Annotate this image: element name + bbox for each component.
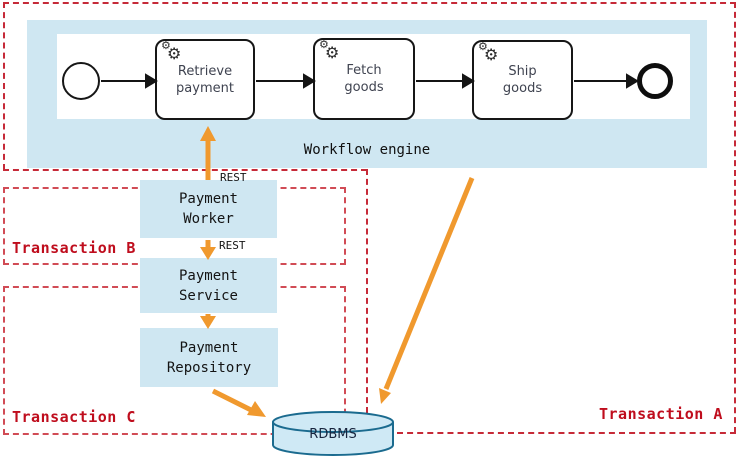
rest-label-bottom: REST (219, 239, 246, 252)
bpmn-start-event (62, 62, 100, 100)
payment-repository-label-line2: Repository (166, 359, 252, 376)
transaction-a-border-right (734, 2, 736, 433)
bpmn-lane: ⚙⚙ Retrieve payment ⚙⚙ Fetch goods ⚙⚙ Sh… (57, 34, 690, 120)
rdbms-label: RDBMS (309, 427, 357, 442)
task-label: Retrieve payment (176, 63, 234, 96)
payment-worker-box: Payment Worker (140, 180, 277, 238)
transaction-a-label: Transaction A (599, 405, 723, 423)
workflow-engine-panel: ⚙⚙ Retrieve payment ⚙⚙ Fetch goods ⚙⚙ Sh… (27, 20, 707, 168)
payment-repository-box: Payment Repository (140, 328, 278, 387)
transaction-a-border-inner-bottom (3, 169, 367, 171)
transaction-a-border-top (3, 2, 736, 4)
task-label: Ship goods (502, 64, 543, 96)
transaction-c-label: Transaction C (12, 408, 136, 426)
payment-worker-label-line1: Payment (178, 191, 238, 207)
bpmn-end-event (637, 63, 673, 99)
transaction-b-label: Transaction B (12, 239, 136, 257)
service-task-gear-icon: ⚙⚙ (319, 38, 340, 62)
bpmn-task-retrieve-payment: ⚙⚙ Retrieve payment (155, 39, 255, 120)
service-task-gear-icon: ⚙⚙ (161, 39, 182, 63)
bpmn-task-fetch-goods: ⚙⚙ Fetch goods (313, 38, 415, 120)
service-task-gear-icon: ⚙⚙ (478, 40, 499, 64)
payment-service-box: Payment Service (140, 258, 277, 313)
transaction-a-border-left (3, 2, 5, 170)
transaction-a-border-bottom (397, 432, 736, 434)
payment-service-label-line1: Payment (178, 267, 238, 284)
rest-label-top: REST (220, 171, 247, 184)
payment-repository-label-line1: Payment (179, 339, 239, 356)
transaction-a-border-inner-vertical (366, 169, 368, 413)
workflow-engine-label: Workflow engine (303, 142, 431, 158)
bpmn-task-ship-goods: ⚙⚙ Ship goods (472, 40, 573, 120)
payment-worker-label-line2: Worker (183, 211, 234, 227)
task-label: Fetch goods (344, 63, 384, 95)
payment-service-label-line2: Service (178, 287, 238, 304)
rdbms-cylinder-icon (272, 411, 394, 456)
arrow-engine-to-rdbms (383, 177, 475, 390)
